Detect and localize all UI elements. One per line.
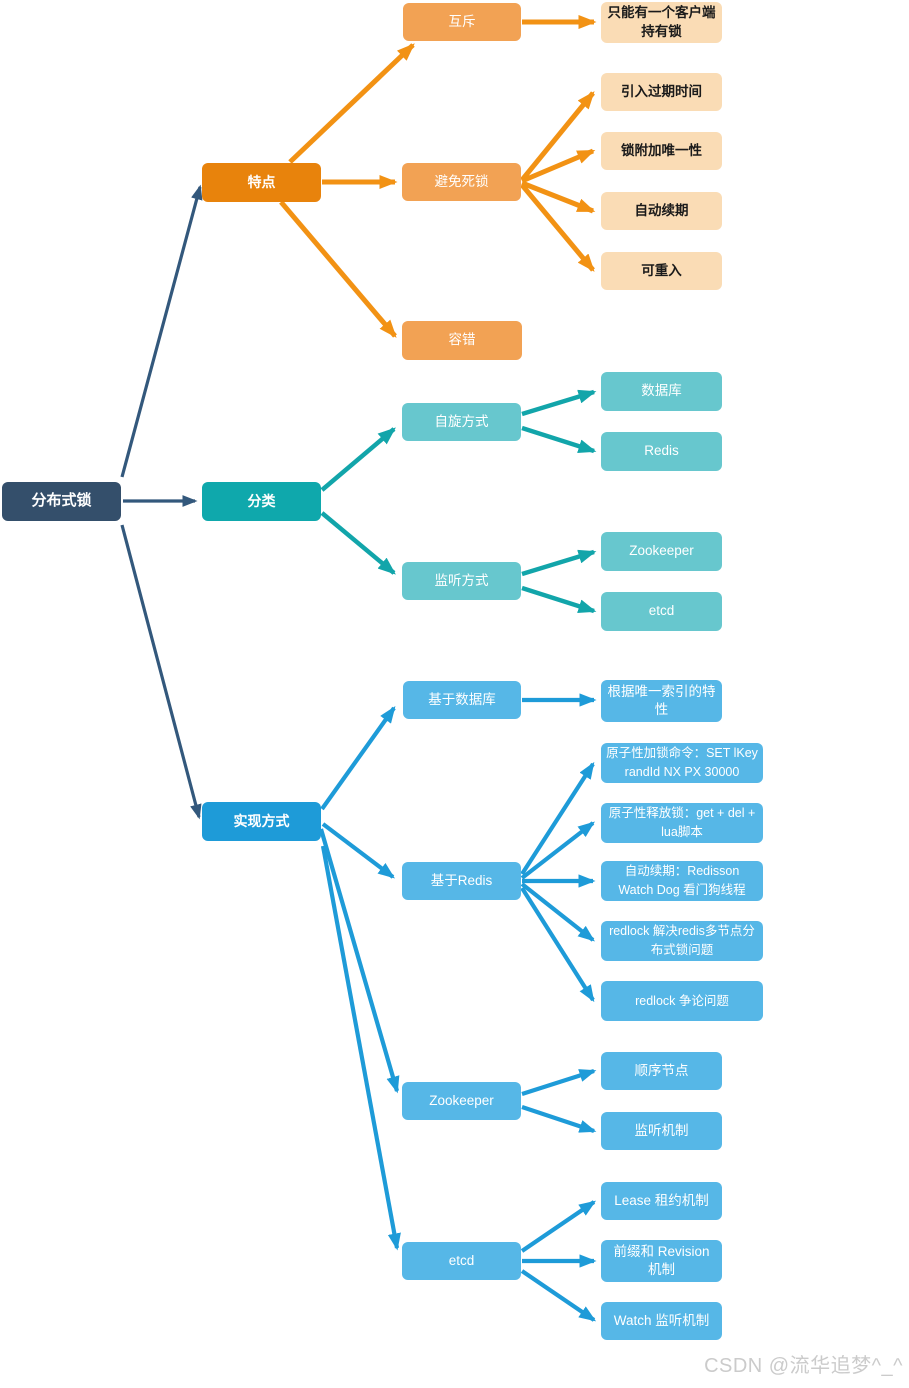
node-jianting[interactable]: 监听方式 <box>402 562 521 600</box>
edge-jianting-zk1 <box>521 549 597 577</box>
edge-zixuan-redis1 <box>521 425 597 454</box>
node-zk2[interactable]: Zookeeper <box>402 1082 521 1120</box>
edge-jiyuredis-redlock1 <box>520 882 595 942</box>
node-etcd2[interactable]: etcd <box>402 1242 521 1280</box>
edge-zk2-jtjz <box>521 1105 597 1133</box>
node-jtjz[interactable]: 监听机制 <box>601 1112 722 1150</box>
node-redis1[interactable]: Redis <box>601 432 722 471</box>
node-lease[interactable]: Lease 租约机制 <box>601 1182 722 1220</box>
edge-root-shixian <box>120 524 202 820</box>
edge-bimian-renew1 <box>521 180 596 214</box>
edge-fenlei-jianting <box>320 511 396 575</box>
edge-jiyuredis-redlock2 <box>520 886 595 1003</box>
node-tedian[interactable]: 特点 <box>202 163 321 202</box>
node-shunxu[interactable]: 顺序节点 <box>601 1052 722 1090</box>
node-etcd1[interactable]: etcd <box>601 592 722 631</box>
edge-zk2-shunxu <box>521 1068 597 1097</box>
node-unique[interactable]: 锁附加唯一性 <box>601 132 722 170</box>
node-root[interactable]: 分布式锁 <box>2 482 121 521</box>
edge-tedian-huchi <box>288 43 415 164</box>
node-genju[interactable]: 根据唯一索引的特性 <box>601 680 722 722</box>
node-shixian[interactable]: 实现方式 <box>202 802 321 841</box>
node-db1[interactable]: 数据库 <box>601 372 722 411</box>
node-reentrant[interactable]: 可重入 <box>601 252 722 290</box>
node-expire[interactable]: 引入过期时间 <box>601 73 722 111</box>
edge-bimian-reentrant <box>520 183 595 272</box>
edge-tedian-rongcuo <box>279 200 397 338</box>
node-jiyuredis[interactable]: 基于Redis <box>402 862 521 900</box>
node-zk1[interactable]: Zookeeper <box>601 532 722 571</box>
node-holder[interactable]: 只能有一个客户端持有锁 <box>601 2 722 43</box>
node-atomrel[interactable]: 原子性释放锁：get + del + lua脚本 <box>601 803 763 843</box>
edge-shixian-zk2 <box>318 828 400 1094</box>
node-jiyudb[interactable]: 基于数据库 <box>403 681 521 719</box>
node-renew1[interactable]: 自动续期 <box>601 192 722 230</box>
node-prefix[interactable]: 前缀和 Revision 机制 <box>601 1240 722 1282</box>
node-redlock1[interactable]: redlock 解决redis多节点分布式锁问题 <box>601 921 763 961</box>
node-atomlock[interactable]: 原子性加锁命令：SET lKey randId NX PX 30000 <box>601 743 763 783</box>
edge-zixuan-db1 <box>521 389 597 417</box>
node-rongcuo[interactable]: 容错 <box>402 321 522 360</box>
node-bimian[interactable]: 避免死锁 <box>402 163 521 201</box>
node-redlock2[interactable]: redlock 争论问题 <box>601 981 763 1021</box>
edge-bimian-unique <box>521 148 596 184</box>
edge-etcd2-lease <box>520 1200 597 1253</box>
node-fenlei[interactable]: 分类 <box>202 482 321 521</box>
edge-bimian-expire <box>520 91 595 182</box>
node-renew2[interactable]: 自动续期：Redisson Watch Dog 看门狗线程 <box>601 861 763 901</box>
edge-shixian-jiyuredis <box>321 822 395 879</box>
edge-jianting-etcd1 <box>521 585 597 614</box>
edge-fenlei-zixuan <box>320 427 396 492</box>
edge-jiyuredis-atomrel <box>520 821 595 880</box>
edge-shixian-etcd2 <box>320 845 401 1251</box>
watermark: CSDN @流华追梦^_^ <box>704 1355 903 1377</box>
edge-root-tedian <box>120 184 203 478</box>
edge-jiyuredis-atomlock <box>520 761 595 876</box>
node-huchi[interactable]: 互斥 <box>403 3 521 41</box>
node-zixuan[interactable]: 自旋方式 <box>402 403 521 441</box>
node-watch[interactable]: Watch 监听机制 <box>601 1302 722 1340</box>
edge-shixian-jiyudb <box>320 705 396 811</box>
edge-etcd2-watch <box>520 1269 597 1322</box>
